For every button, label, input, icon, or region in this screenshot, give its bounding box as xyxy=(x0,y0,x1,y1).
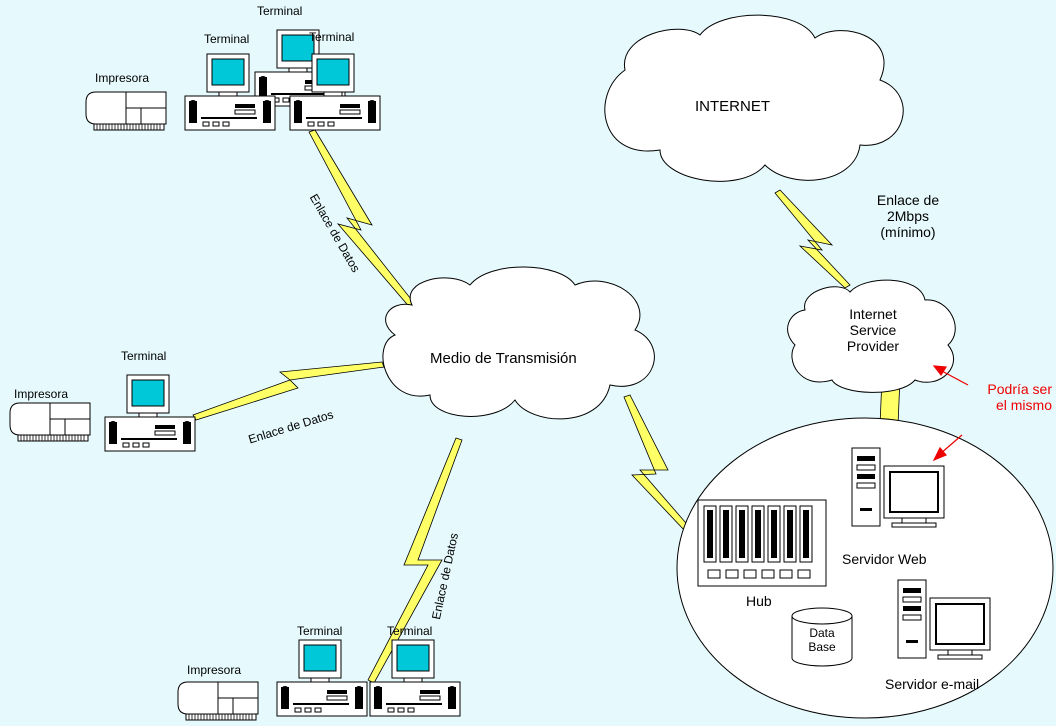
bandwidth-line-3: (mínimo) xyxy=(880,224,936,241)
bandwidth-line-2: 2Mbps xyxy=(886,208,930,225)
terminal-label: Terminal xyxy=(204,32,250,46)
bandwidth-line-1: Enlace de xyxy=(876,192,940,208)
isp-line-1: Internet xyxy=(849,306,897,322)
terminal-label: Terminal xyxy=(297,624,343,638)
computer-icon xyxy=(104,374,196,452)
printer-icon xyxy=(9,402,91,442)
database-icon xyxy=(791,607,853,667)
printer-icon xyxy=(85,91,167,131)
printer-label: Impresora xyxy=(95,71,150,85)
database-line-2: Base xyxy=(808,639,836,654)
isp-line-3: Provider xyxy=(846,338,900,355)
terminal-label: Terminal xyxy=(121,349,167,363)
printer-label: Impresora xyxy=(187,663,242,677)
web-server-label: Servidor Web xyxy=(842,551,927,567)
note-line-2: el mismo xyxy=(995,397,1052,414)
email-server-label: Servidor e-mail xyxy=(885,676,980,692)
red-arrows xyxy=(932,365,969,462)
hub-icon xyxy=(697,499,827,587)
internet-cloud-label: INTERNET xyxy=(695,98,770,115)
terminal-label: Terminal xyxy=(387,624,433,638)
bandwidth-label: Enlace de 2Mbps (mínimo) xyxy=(858,192,958,240)
cloud-icon xyxy=(382,14,956,420)
medium-cloud-label: Medio de Transmisión xyxy=(430,350,577,367)
printer-icon xyxy=(177,681,259,721)
lightning-link-icon xyxy=(192,129,901,684)
computer-icon xyxy=(276,639,368,717)
isp-line-2: Service xyxy=(849,322,897,339)
database-label: Data Base xyxy=(796,626,848,655)
note-line-1: Podría ser xyxy=(987,381,1052,397)
same-server-note: Podría ser el mismo xyxy=(966,381,1052,413)
printer-label: Impresora xyxy=(14,387,69,401)
terminal-label: Terminal xyxy=(257,4,303,18)
hub-label: Hub xyxy=(746,593,772,609)
database-line-1: Data xyxy=(809,626,835,640)
isp-cloud-label: Internet Service Provider xyxy=(825,306,921,354)
terminal-label: Terminal xyxy=(309,30,355,44)
